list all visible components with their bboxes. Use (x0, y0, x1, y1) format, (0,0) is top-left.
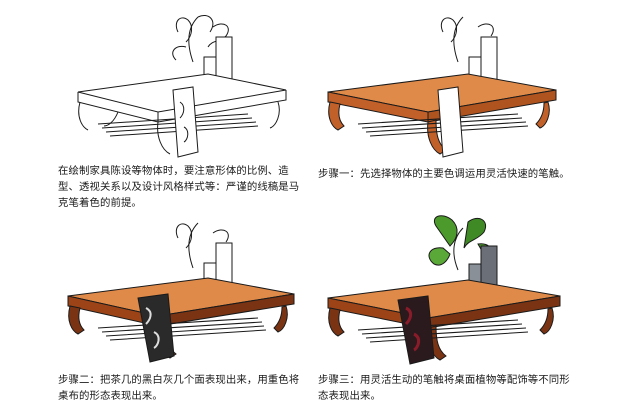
caption-step-one: 步骤一：先选择物体的主要色调运用灵活快速的笔触。 (318, 168, 570, 180)
sketch-step-one (318, 2, 578, 162)
sketch-step-two (58, 208, 306, 368)
caption-step-two: 步骤二：把茶几的黑白灰几个面表现出来，用重色将桌布的形态表现出来。 (58, 374, 300, 402)
sketch-step-three (318, 208, 578, 368)
caption-intro: 在绘制家具陈设等物体时，要注意形体的比例、造型、透视关系以及设计风格样式等：严谨… (58, 165, 300, 209)
caption-step-three: 步骤三：用灵活生动的笔触将桌面植物等配饰等不同形态表现出来。 (318, 374, 570, 402)
sketch-line-drawing (58, 2, 306, 162)
